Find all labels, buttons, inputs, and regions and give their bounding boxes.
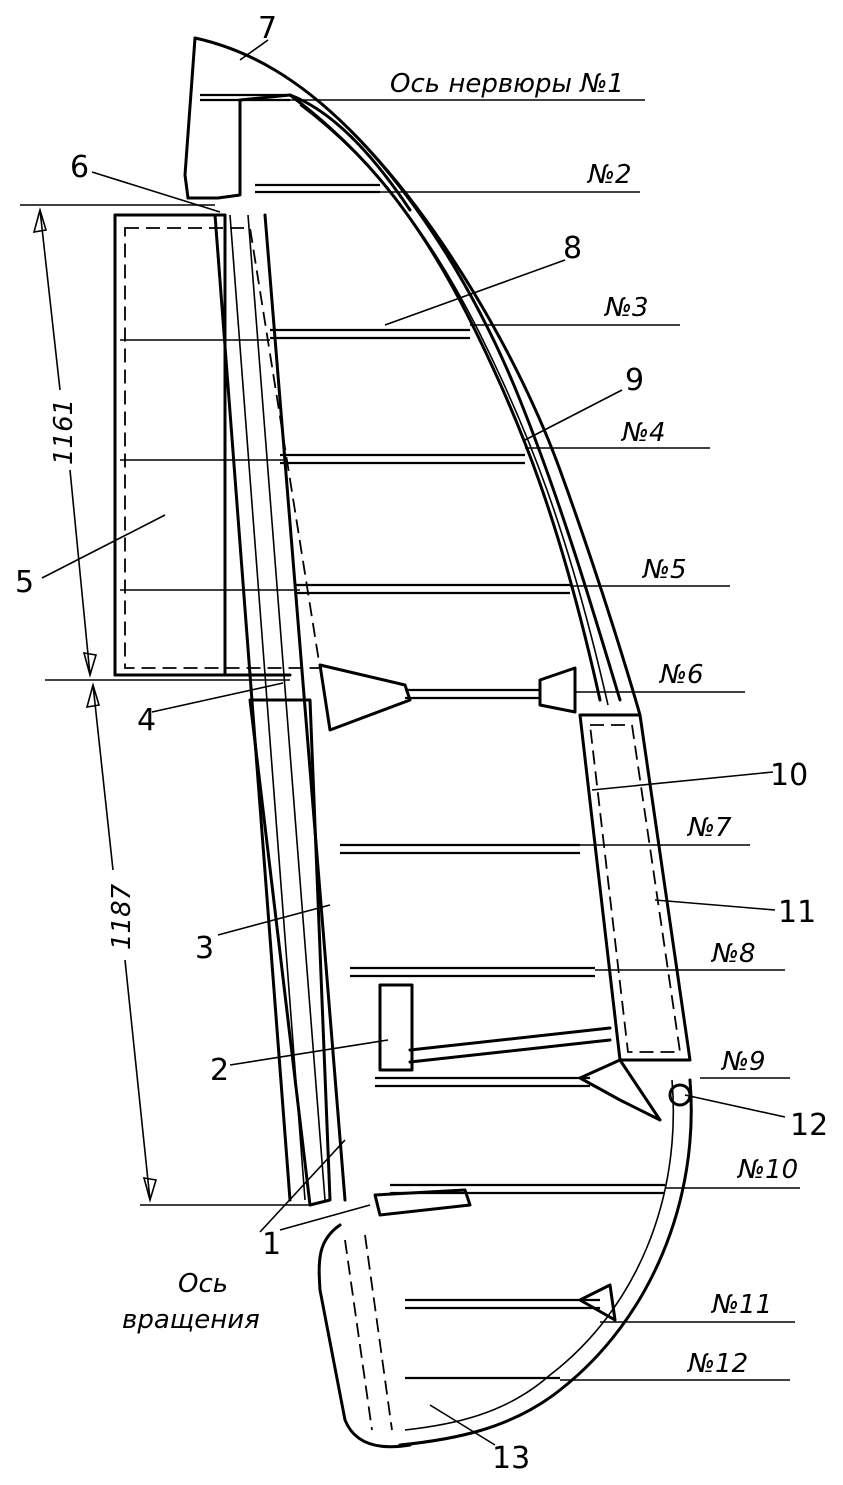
lower-rudder-body [248,698,693,1449]
callout-2: 2 [210,1053,229,1088]
rib-label-11: №11 [710,1290,772,1320]
rib-label-10: №10 [736,1155,798,1185]
rib-label-7: №7 [686,813,732,843]
rib-axis-caption: Ось нервюры №1 [390,69,624,99]
callout-12: 12 [790,1108,828,1143]
callout-9: 9 [625,363,644,398]
callout-7: 7 [258,11,277,46]
callout-leaders [41,39,786,1446]
rib-label-5: №5 [641,555,687,585]
rotation-axis-line2: вращения [122,1305,260,1335]
callout-4: 4 [137,703,156,738]
dimension-lower: 1187 [107,883,137,950]
rib-axis-lines [290,99,800,1381]
dimension-lines [20,204,310,1206]
balance-panel [113,213,322,677]
callout-3: 3 [195,931,214,966]
rotation-axis-line1: Ось [178,1269,228,1299]
rudder-outline [183,36,642,1202]
rib-label-2: №2 [586,160,632,190]
callout-11: 11 [778,895,816,930]
callout-6: 6 [70,150,89,185]
rib-label-6: №6 [658,660,704,690]
callout-5: 5 [15,565,34,600]
callout-10: 10 [770,758,808,793]
callout-8: 8 [563,231,582,266]
brackets [318,663,692,1322]
rib-label-12: №12 [686,1349,748,1379]
rib-label-3: №3 [603,293,649,323]
dimension-upper: 1161 [49,399,79,465]
callout-13: 13 [492,1441,530,1476]
ribs [200,93,665,1380]
callout-1: 1 [262,1227,281,1262]
rib-label-4: №4 [620,418,666,448]
rib-label-8: №8 [710,939,756,969]
rib-label-9: №9 [720,1047,766,1077]
